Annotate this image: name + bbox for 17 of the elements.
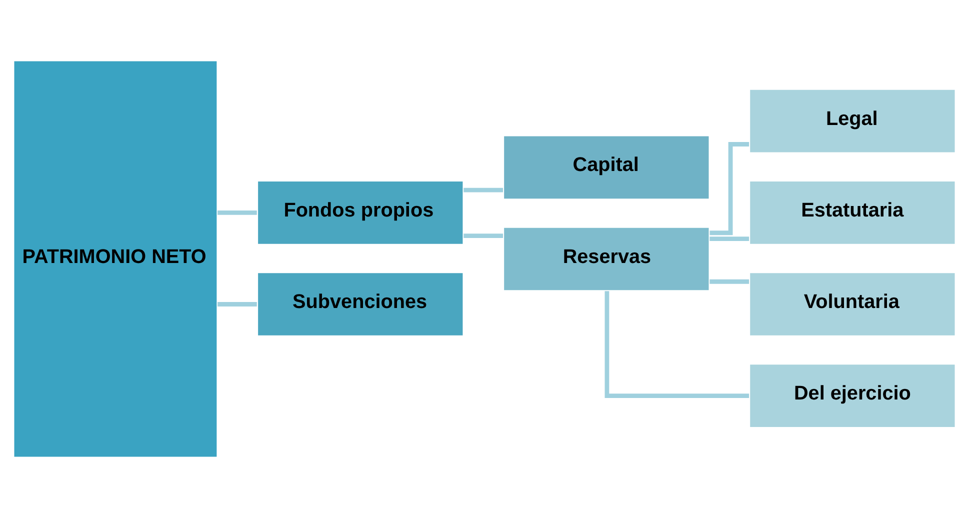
connector — [709, 236, 749, 240]
node-box: Estatutaria — [748, 179, 956, 245]
node-box: PATRIMONIO NETO — [12, 59, 218, 458]
connector — [463, 187, 503, 192]
connector — [463, 233, 503, 238]
node-box: Voluntaria — [748, 270, 956, 337]
node-box: Capital — [502, 134, 710, 200]
connector — [217, 302, 256, 306]
node-box: Fondos propios — [256, 179, 464, 245]
connector — [217, 210, 256, 214]
node-box: Del ejercicio — [748, 362, 956, 428]
node-box: Reservas — [502, 226, 710, 292]
connector — [604, 290, 749, 398]
connector — [709, 278, 749, 284]
node-box: Legal — [748, 88, 956, 154]
connector — [709, 142, 749, 235]
node-box: Subvenciones — [256, 270, 464, 337]
